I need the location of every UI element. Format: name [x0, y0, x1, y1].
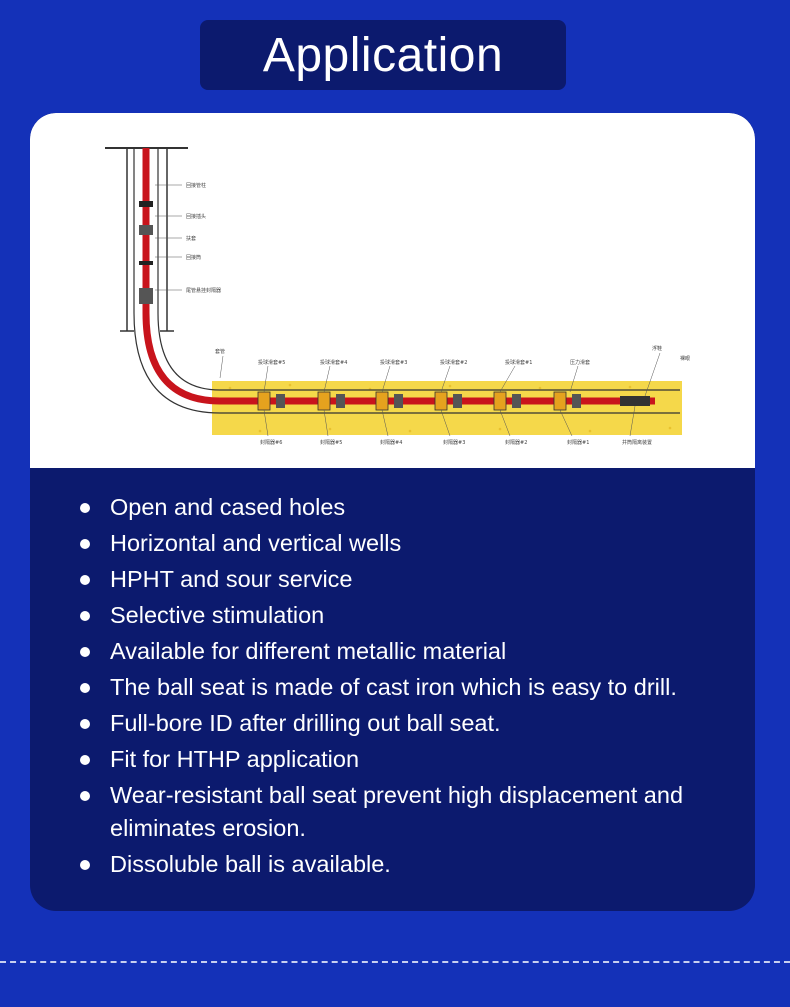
list-item-text: Full-bore ID after drilling out ball sea…	[110, 710, 501, 736]
label-packer-1: 封隔器#1	[567, 439, 589, 446]
label-casing: 套管	[215, 348, 225, 355]
list-item-text: Open and cased holes	[110, 494, 346, 520]
label-ball-sleeve-4: 投球滑套#4	[320, 359, 347, 366]
bullet-icon	[80, 611, 90, 621]
label-packer-5: 封隔器#5	[320, 439, 342, 446]
label-tieback-barrel: 回接筒	[186, 254, 201, 261]
list-item-text: Dissoluble ball is available.	[110, 851, 391, 877]
bullet-icon	[80, 755, 90, 765]
tubing-string	[142, 148, 655, 405]
label-isolation-device: 井筒隔离装置	[622, 439, 652, 446]
list-item: Available for different metallic materia…	[80, 635, 740, 668]
page-title: Application	[262, 28, 504, 82]
bullet-icon	[80, 719, 90, 729]
list-item-text: Selective stimulation	[110, 602, 325, 628]
list-item-text: HPHT and sour service	[110, 566, 353, 592]
label-packer-4: 封隔器#4	[380, 439, 402, 446]
label-packer-2: 封隔器#2	[505, 439, 527, 446]
applications-list: Open and cased holes Horizontal and vert…	[80, 491, 740, 884]
list-item: Open and cased holes	[80, 491, 740, 524]
list-item: The ball seat is made of cast iron which…	[80, 671, 740, 704]
bullet-icon	[80, 860, 90, 870]
bullet-icon	[80, 539, 90, 549]
label-packer-3: 封隔器#3	[443, 439, 465, 446]
bullet-icon	[80, 683, 90, 693]
well-diagram-svg: 回接管柱 回接插头 扶套 回接筒 尾管悬挂封隔器 套管 投球滑套#5 投球滑套#…	[105, 147, 690, 446]
list-item: Fit for HTHP application	[80, 743, 740, 776]
list-item-text: The ball seat is made of cast iron which…	[110, 674, 677, 700]
label-ball-sleeve-1: 投球滑套#1	[505, 359, 532, 366]
bullet-icon	[80, 791, 90, 801]
label-liner-hanger: 尾管悬挂封隔器	[186, 287, 221, 294]
application-card: 回接管柱 回接插头 扶套 回接筒 尾管悬挂封隔器 套管 投球滑套#5 投球滑套#…	[30, 113, 755, 911]
list-item-text: Wear-resistant ball seat prevent high di…	[110, 782, 684, 841]
bullet-icon	[80, 575, 90, 585]
label-tieback-plug: 回接插头	[186, 213, 206, 220]
well-diagram: 回接管柱 回接插头 扶套 回接筒 尾管悬挂封隔器 套管 投球滑套#5 投球滑套#…	[30, 113, 755, 468]
list-item-text: Horizontal and vertical wells	[110, 530, 402, 556]
list-item-text: Fit for HTHP application	[110, 746, 360, 772]
label-tieback-string: 回接管柱	[186, 182, 206, 189]
label-ball-sleeve-2: 投球滑套#2	[440, 359, 467, 366]
label-ball-sleeve-5: 投球滑套#5	[258, 359, 285, 366]
bullet-icon	[80, 503, 90, 513]
list-item-text: Available for different metallic materia…	[110, 638, 507, 664]
list-item: Dissoluble ball is available.	[80, 848, 740, 881]
label-packer-6: 封隔器#6	[260, 439, 282, 446]
list-item: HPHT and sour service	[80, 563, 740, 596]
list-item: Selective stimulation	[80, 599, 740, 632]
list-item: Full-bore ID after drilling out ball sea…	[80, 707, 740, 740]
title-banner: Application	[200, 20, 566, 90]
label-pressure-sleeve: 压力滑套	[570, 359, 590, 366]
label-float-shoe: 浮鞋	[652, 345, 662, 352]
label-sleeve: 扶套	[186, 235, 196, 242]
list-item: Wear-resistant ball seat prevent high di…	[80, 779, 740, 845]
list-item: Horizontal and vertical wells	[80, 527, 740, 560]
bullet-icon	[80, 647, 90, 657]
label-open-hole: 裸眼	[680, 355, 690, 362]
label-ball-sleeve-3: 投球滑套#3	[380, 359, 407, 366]
dashed-divider	[0, 961, 790, 963]
